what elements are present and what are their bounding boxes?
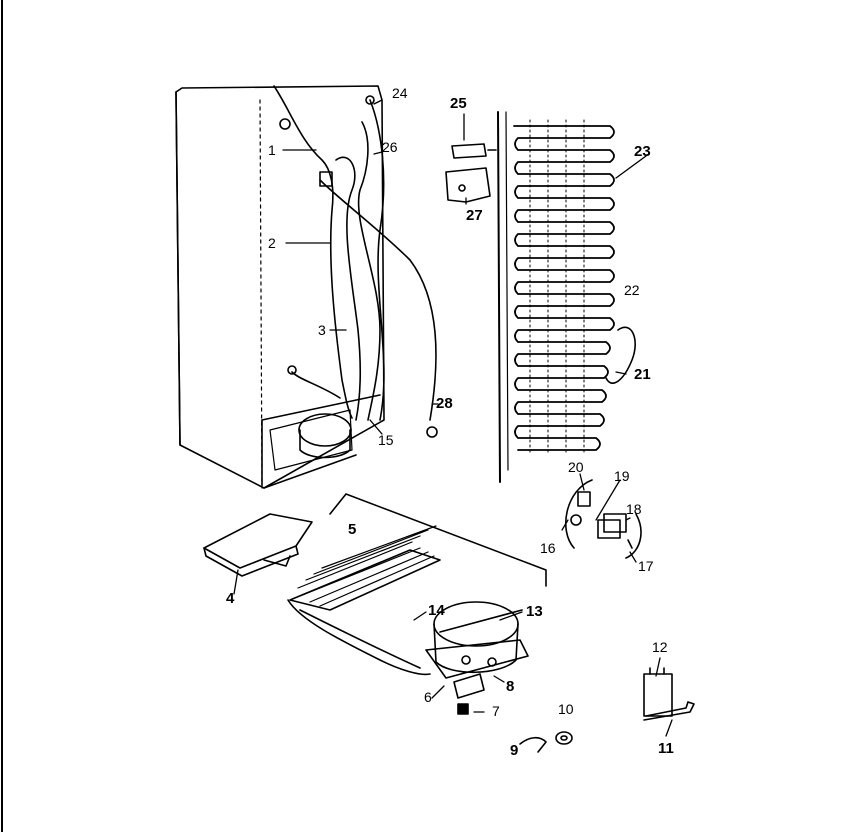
main-compressor xyxy=(425,601,529,699)
part-21-tube xyxy=(605,326,636,384)
part-25-bracket xyxy=(451,143,497,159)
callout-12: 12 xyxy=(652,639,668,655)
part-7 xyxy=(457,703,469,715)
part-12-capacitor xyxy=(643,667,673,717)
callout-1: 1 xyxy=(268,142,276,158)
callout-17: 17 xyxy=(638,558,654,574)
callout-21: 21 xyxy=(634,366,651,383)
bottom-condenser xyxy=(287,525,441,676)
callout-22: 22 xyxy=(624,282,640,298)
callout-27: 27 xyxy=(466,207,483,224)
callout-16: 16 xyxy=(540,540,556,556)
callout-13: 13 xyxy=(526,603,543,620)
tubing-set xyxy=(273,85,438,438)
callout-28: 28 xyxy=(436,395,453,412)
part-4-plate xyxy=(203,513,313,577)
condenser-coil xyxy=(497,111,615,483)
refrigerator-cabinet xyxy=(175,85,385,489)
callout-5: 5 xyxy=(348,521,357,538)
callout-6: 6 xyxy=(424,689,432,705)
callout-7: 7 xyxy=(492,703,500,719)
callout-9: 9 xyxy=(510,742,519,759)
part-5-bracket-line xyxy=(329,493,547,587)
callout-15: 15 xyxy=(378,432,394,448)
callout-24: 24 xyxy=(392,85,408,101)
callout-18: 18 xyxy=(626,501,642,517)
callout-2: 2 xyxy=(268,235,276,251)
callout-19: 19 xyxy=(614,468,630,484)
callout-26: 26 xyxy=(382,139,398,155)
callout-23: 23 xyxy=(634,143,651,160)
callout-14: 14 xyxy=(428,602,445,619)
callout-20: 20 xyxy=(568,459,584,475)
part-10-washer xyxy=(555,731,573,745)
callout-11: 11 xyxy=(658,740,674,757)
callout-25: 25 xyxy=(450,95,467,112)
cabinet-compressor xyxy=(298,413,352,459)
relay-cluster xyxy=(565,479,642,559)
callout-10: 10 xyxy=(558,701,574,717)
leader-lines xyxy=(233,99,673,737)
callout-3: 3 xyxy=(318,322,326,338)
part-11-bracket xyxy=(643,701,695,721)
callout-8: 8 xyxy=(506,678,515,695)
callout-4: 4 xyxy=(226,590,235,607)
part-27-bracket xyxy=(445,167,491,203)
part-9 xyxy=(519,736,547,753)
